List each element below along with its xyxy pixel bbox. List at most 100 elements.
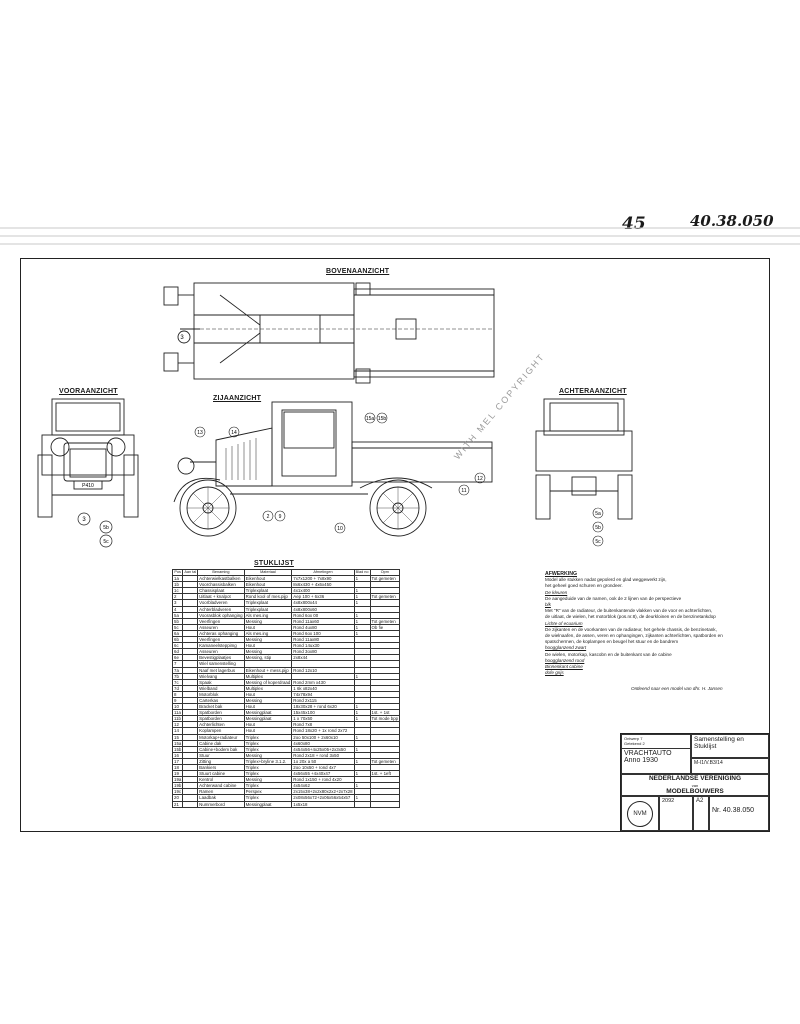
- tb-code: M-I1/V.B3/14: [691, 758, 769, 774]
- callout-3-top: 3: [180, 335, 184, 341]
- callout-11: 11: [461, 488, 466, 494]
- bom-cell: 6d: [171, 648, 184, 656]
- bom-cell: 18x30x28 + rond 6x20: [291, 703, 355, 711]
- bom-cell: 5a: [171, 611, 184, 619]
- bom-cell: Tot mode bpp: [369, 715, 401, 723]
- note-line: de uitlaat, de wielen, het motorblok (po…: [545, 614, 716, 620]
- note-line: dofe grijs: [545, 670, 564, 676]
- bom-cell: 15b: [171, 745, 184, 753]
- bom-cell: 21: [171, 800, 184, 808]
- bom-cell: 4x56x55 +4x40x47: [291, 770, 355, 778]
- bom-cell: Achterwielkastbalken: [197, 575, 245, 583]
- bom-cell: 2x08x56x72+2x06x56x54x57: [291, 794, 355, 802]
- bom-cell: Rond 2mm x430: [291, 678, 355, 686]
- bom-cell: 19: [171, 770, 184, 778]
- side-view-title: ZIJAANZICHT: [213, 395, 262, 402]
- bom-cell: Spatborden: [197, 715, 245, 723]
- bom-cell: Messingplaat: [243, 800, 293, 808]
- bom-cell: Tot gemeten: [369, 593, 401, 601]
- bom-cell: 6b: [171, 636, 184, 644]
- callout-12: 12: [477, 476, 483, 482]
- side-view-drawing: 13 14 15a 15b 12 2 9 10 11: [173, 401, 493, 537]
- bom-cell: [369, 800, 401, 808]
- bom-cell: 7b: [171, 672, 184, 680]
- bom-cell: Voorbladveren: [197, 599, 245, 607]
- tb-label: Getekend 2: [624, 741, 645, 746]
- bom-cell: 19a: [171, 776, 184, 784]
- bom-cell: Spatborden: [197, 709, 245, 717]
- sheet-number: 45: [622, 214, 646, 234]
- bom-cell: 10: [171, 703, 184, 711]
- front-view-drawing: P410 3 5b 5c: [37, 398, 139, 548]
- bom-cell: Chassisplaat: [197, 587, 245, 595]
- callout-3-front: 3: [82, 517, 86, 523]
- bom-cell: Voorasblok ophanging: [197, 611, 245, 619]
- bom-cell: 14: [171, 727, 184, 735]
- tb-organisation: NEDERLANDSE VERENIGING van MODELBOUWERS: [621, 774, 769, 796]
- note-line: De kleuren: [545, 589, 568, 595]
- bom-cell: 1st. + 1st: [369, 709, 401, 717]
- callout-10: 10: [337, 526, 343, 532]
- tb-logo: NVM: [621, 796, 659, 831]
- bom-cell: Tot gemeten: [369, 757, 401, 766]
- tb-subject: VRACHTAUTO Anno 1930: [621, 748, 691, 774]
- note-line: de wielnaafen, de assen, veren en ophang…: [545, 633, 723, 639]
- bom-column-header: Opm: [369, 568, 401, 577]
- note-line: Binnenkant cabine: [545, 664, 583, 670]
- bom-cell: Achterbladveren: [197, 605, 245, 613]
- callout-5c-rear: 5c: [595, 539, 601, 545]
- bom-cell: 2oo 50x100 + 2x60x10: [291, 733, 355, 741]
- bom-cell: [182, 800, 199, 808]
- bom-column-header: Afmetingen: [291, 568, 355, 577]
- bom-cell: 1st. + 1eft: [369, 770, 401, 778]
- note-line: blk: [545, 602, 551, 608]
- callout-5b-front: 5b: [103, 525, 109, 531]
- bom-cell: 15: [171, 733, 184, 741]
- bom-title: STUKLIJST: [254, 560, 294, 567]
- tb-label: Ontwerp 7: [624, 736, 643, 741]
- bom-cell: 6a: [171, 629, 184, 638]
- bom-cell: 1a: [171, 575, 184, 583]
- bom-column-header: Blad no: [353, 568, 371, 577]
- callout-5b-rear: 5b: [595, 525, 601, 531]
- note-line: De wielen, motorkap, kascobn en de buite…: [545, 651, 672, 657]
- bom-cell: 7a: [171, 666, 184, 674]
- bom-cell: 12: [171, 721, 184, 729]
- rear-view-drawing: 5a 5b 5c: [535, 398, 633, 547]
- bom-cell: 19b: [171, 782, 184, 790]
- bom-cell: Nummerbord: [197, 800, 245, 808]
- note-line: hoogglanzend rood: [545, 657, 585, 663]
- finish-notes: AFWERKING Model alle stukken nadat gepol…: [545, 571, 765, 693]
- bom-cell: Bevestigplaatjes: [197, 654, 245, 662]
- callout-15b: 15b: [378, 416, 387, 422]
- bom-cell: 6e: [171, 654, 184, 662]
- note-line: De aangeduide van de namen, ook de 2 lij…: [545, 595, 682, 601]
- note-line: het geheel goed schuren en grondeer.: [545, 583, 623, 589]
- rear-view-title: ACHTERAANZICHT: [559, 388, 627, 395]
- bom-cell: Koplampen: [197, 727, 245, 735]
- bom-cell: 5c: [171, 623, 184, 631]
- bom-cell: Uitlaat + knalpot: [197, 593, 245, 601]
- callout-5c-front: 5c: [103, 539, 109, 545]
- bom-cell: Achterwand cabine: [197, 782, 245, 790]
- bom-cell: [353, 800, 371, 808]
- bom-cell: 2oo 10x50 + rond 4x7: [291, 763, 355, 772]
- bom-cell: 4x54x56+4x25x05+2x3x50: [291, 745, 355, 753]
- nvm-logo-icon: NVM: [627, 801, 653, 827]
- top-view-title: BOVENAANZICHT: [326, 268, 390, 275]
- tb-desc-1: Samenstelling en: [694, 736, 744, 743]
- note-line: De zijkanten en de voorkanten van de rad…: [545, 626, 717, 632]
- bom-cell: Aep 100 + 6x36: [291, 593, 355, 601]
- bom-cell: 19c: [171, 788, 184, 796]
- drawing-reference: 40.38.050: [690, 212, 774, 230]
- bom-cell: Wiel samenstelling: [197, 660, 245, 668]
